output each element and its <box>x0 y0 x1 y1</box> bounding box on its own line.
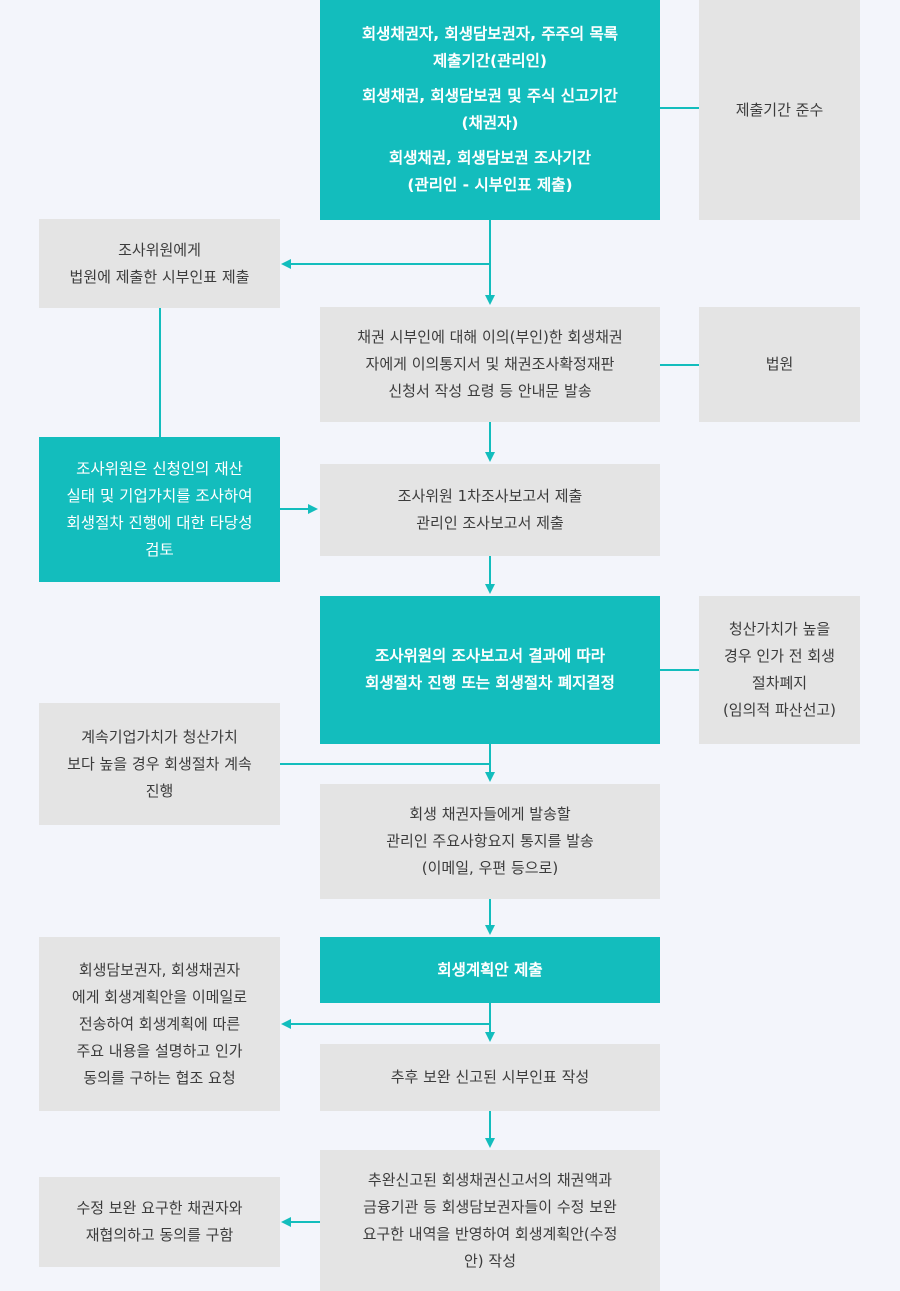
node-text: 계속기업가치가 청산가치 <box>81 727 238 746</box>
node-text: 에게 회생계획안을 이메일로 <box>71 987 248 1006</box>
node-text: 회생절차 진행 또는 회생절차 폐지결정 <box>365 674 615 692</box>
node-text: 금융기관 등 회생담보권자들이 수정 보완 <box>363 1197 617 1216</box>
node-plan-submission: 회생계획안 제출 <box>320 937 660 1003</box>
node-text: 제출기간 준수 <box>735 100 824 119</box>
node-text: 동의를 구하는 협조 요청 <box>83 1068 236 1087</box>
node-text: 조사위원에게 <box>118 240 201 259</box>
node-text: 진행 <box>145 781 174 800</box>
node-text: 제출기간(관리인) <box>433 52 547 70</box>
node-text: 회생채권자, 회생담보권자, 주주의 목록 <box>361 25 619 43</box>
node-listing-period: 회생채권자, 회생담보권자, 주주의 목록 제출기간(관리인) 회생채권, 회생… <box>320 0 660 220</box>
node-text: 회생계획안 제출 <box>437 960 543 979</box>
node-deadline: 제출기간 준수 <box>699 0 860 220</box>
node-text: 실태 및 기업가치를 조사하여 <box>66 486 253 505</box>
node-renegotiate: 수정 보완 요구한 채권자와 재협의하고 동의를 구함 <box>39 1177 280 1267</box>
node-text: 법원 <box>765 355 794 373</box>
node-continue: 계속기업가치가 청산가치 보다 높을 경우 회생절차 계속 진행 <box>39 703 280 825</box>
node-cooperation-request: 회생담보권자, 회생채권자 에게 회생계획안을 이메일로 전송하여 회생계획에 … <box>39 937 280 1111</box>
node-submit-to-examiner: 조사위원에게 법원에 제출한 시부인표 제출 <box>39 219 280 308</box>
node-text: 회생채권, 회생담보권 조사기간 <box>388 149 592 167</box>
node-text: 주요 내용을 설명하고 인가 <box>76 1041 243 1060</box>
node-text: 추완신고된 회생채권신고서의 채권액과 <box>367 1170 613 1189</box>
node-supplement: 추후 보완 신고된 시부인표 작성 <box>320 1044 660 1111</box>
node-examiner-review: 조사위원은 신청인의 재산 실태 및 기업가치를 조사하여 회생절차 진행에 대… <box>39 437 280 582</box>
node-text: 채권 시부인에 대해 이의(부인)한 회생채권 <box>357 328 623 346</box>
node-text: 회생담보권자, 회생채권자 <box>78 960 241 979</box>
node-text: (임의적 파산선고) <box>722 701 837 719</box>
node-text: 검토 <box>145 540 174 559</box>
node-text: 관리인 조사보고서 제출 <box>416 514 564 532</box>
node-text: (관리인 - 시부인표 제출) <box>407 176 573 194</box>
node-text: 조사위원은 신청인의 재산 <box>76 459 243 478</box>
node-summary-notice: 회생 채권자들에게 발송할 관리인 주요사항요지 통지를 발송 (이메일, 우편… <box>320 784 660 899</box>
node-court: 법원 <box>699 307 860 422</box>
node-text: 신청서 작성 요령 등 안내문 발송 <box>388 382 592 400</box>
node-text: 회생채권, 회생담보권 및 주식 신고기간 <box>362 87 618 105</box>
node-text: 조사위원의 조사보고서 결과에 따라 <box>374 647 606 665</box>
node-revised-plan: 추완신고된 회생채권신고서의 채권액과 금융기관 등 회생담보권자들이 수정 보… <box>320 1150 660 1291</box>
node-text: 전송하여 회생계획에 따른 <box>78 1014 241 1033</box>
node-text: (이메일, 우편 등으로) <box>421 859 559 877</box>
node-objection-notice: 채권 시부인에 대해 이의(부인)한 회생채권 자에게 이의통지서 및 채권조사… <box>320 307 660 422</box>
node-text: 경우 인가 전 회생 <box>724 647 835 665</box>
node-text: (채권자) <box>461 114 519 132</box>
node-text: 회생절차 진행에 대한 타당성 <box>66 513 253 532</box>
node-text: 수정 보완 요구한 채권자와 <box>76 1199 243 1217</box>
node-text: 청산가치가 높을 <box>728 620 831 638</box>
node-text: 안) 작성 <box>463 1251 517 1270</box>
node-text: 보다 높을 경우 회생절차 계속 <box>67 754 252 773</box>
node-text: 추후 보완 신고된 시부인표 작성 <box>390 1068 590 1086</box>
node-investigation-reports: 조사위원 1차조사보고서 제출 관리인 조사보고서 제출 <box>320 464 660 556</box>
node-decision: 조사위원의 조사보고서 결과에 따라 회생절차 진행 또는 회생절차 폐지결정 <box>320 596 660 744</box>
node-text: 법원에 제출한 시부인표 제출 <box>69 267 250 286</box>
node-abolish: 청산가치가 높을 경우 인가 전 회생 절차폐지 (임의적 파산선고) <box>699 596 860 744</box>
node-text: 요구한 내역을 반영하여 회생계획안(수정 <box>362 1224 618 1243</box>
node-text: 관리인 주요사항요지 통지를 발송 <box>386 832 594 850</box>
node-text: 재협의하고 동의를 구함 <box>85 1226 234 1244</box>
node-text: 절차폐지 <box>751 674 808 692</box>
node-text: 회생 채권자들에게 발송할 <box>409 805 571 823</box>
node-text: 자에게 이의통지서 및 채권조사확정재판 <box>365 355 615 373</box>
node-text: 조사위원 1차조사보고서 제출 <box>397 487 583 505</box>
